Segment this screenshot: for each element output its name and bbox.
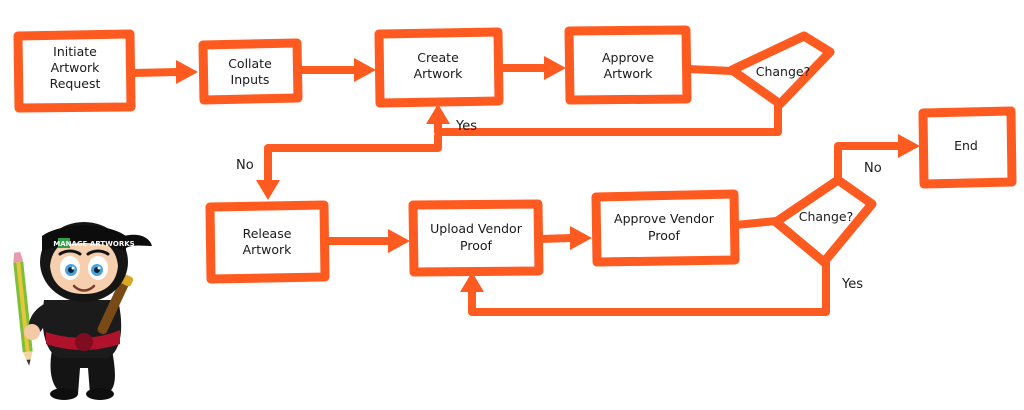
- node-approve-artwork-line-1: Approve: [602, 50, 654, 65]
- edge-initiate-to-collate: [129, 68, 182, 77]
- arrowhead: [256, 180, 280, 200]
- decision-change-2-label: Change?: [799, 209, 854, 224]
- node-release-line-1: Release: [243, 226, 292, 241]
- node-approve-artwork: Approve Artwork: [564, 25, 692, 105]
- arrowhead: [388, 229, 410, 253]
- node-approve-vendor-line-1: Approve Vendor: [614, 211, 715, 226]
- arrowhead: [898, 134, 920, 158]
- node-end: End: [918, 106, 1017, 189]
- decision-change-2: Change?: [771, 175, 877, 267]
- ninja-mascot-illustration: MANAGE ARTWORKS: [13, 222, 152, 400]
- manage-artworks-logo: MANAGE ARTWORKS: [53, 238, 135, 248]
- pencil-icon: [13, 251, 33, 366]
- logo-text: MANAGE ARTWORKS: [53, 240, 134, 248]
- node-create-line-2: Artwork: [414, 66, 464, 81]
- node-create-artwork: Create Artwork: [374, 27, 504, 108]
- edge-label-change2-yes: Yes: [841, 277, 863, 292]
- decision-change-1-label: Change?: [756, 64, 811, 79]
- node-collate-inputs: Collate Inputs: [198, 38, 303, 105]
- node-collate-line-2: Inputs: [231, 72, 270, 87]
- node-upload-line-2: Proof: [460, 238, 492, 253]
- edge-label-change1-no: No: [236, 158, 254, 173]
- edge-label-change1-yes: Yes: [455, 119, 477, 134]
- node-initiate-line-1: Initiate: [53, 44, 97, 59]
- edge-change2-yes-loop: [468, 258, 830, 316]
- edge-approve-to-change1: [684, 65, 736, 75]
- node-approve-artwork-line-2: Artwork: [604, 66, 654, 81]
- arrowhead: [426, 104, 450, 124]
- edge-upload-to-approvevendor: [536, 234, 576, 243]
- node-initiate-line-3: Request: [50, 76, 101, 91]
- edge-change2-no-path: [834, 142, 904, 182]
- node-create-line-1: Create: [417, 50, 459, 65]
- edge-change1-yes-loop: [434, 100, 782, 136]
- connectors: [129, 56, 920, 316]
- node-release-line-2: Artwork: [243, 242, 293, 257]
- edge-label-change2-no: No: [864, 161, 882, 176]
- node-approve-vendor-proof: Approve Vendor Proof: [591, 189, 740, 267]
- node-approve-vendor-line-2: Proof: [648, 228, 680, 243]
- arrowhead: [460, 272, 484, 292]
- arrowhead: [354, 58, 376, 82]
- decision-change-1: Change?: [727, 31, 835, 109]
- node-collate-line-1: Collate: [228, 56, 272, 71]
- node-initiate-artwork-request: Initiate Artwork Request: [13, 29, 136, 113]
- node-initiate-line-2: Artwork: [51, 60, 101, 75]
- edge-approvevendor-to-change2: [732, 217, 780, 229]
- edge-change1-no-path: [264, 132, 442, 184]
- arrowhead: [544, 56, 566, 80]
- arrowhead: [570, 226, 592, 250]
- node-end-label: End: [954, 138, 978, 153]
- arrowhead: [176, 60, 198, 84]
- node-upload-line-1: Upload Vendor: [430, 221, 523, 236]
- node-upload-vendor-proof: Upload Vendor Proof: [408, 199, 544, 277]
- node-release-artwork: Release Artwork: [205, 200, 330, 284]
